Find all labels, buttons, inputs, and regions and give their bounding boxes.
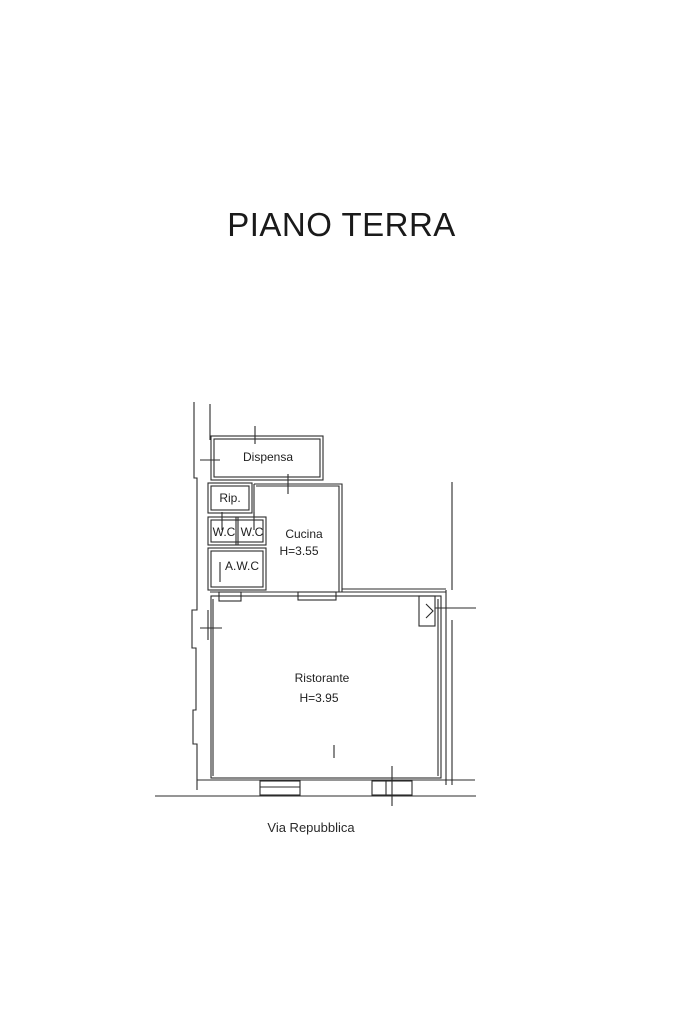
room-label-wc-2: W.C (241, 525, 264, 539)
cucina-walls (253, 474, 343, 592)
room-label-ristorante: Ristorante (295, 671, 350, 685)
plan-title: PIANO TERRA (227, 206, 456, 243)
room-height-ristorante: H=3.95 (299, 691, 338, 705)
room-label-awc: A.W.C (225, 559, 259, 573)
room-label-ripostiglio: Rip. (219, 491, 240, 505)
room-label-dispensa: Dispensa (243, 450, 293, 464)
dispensa-walls (210, 426, 324, 481)
right-neighbor-wall (445, 482, 453, 785)
room-label-cucina: Cucina (285, 527, 323, 541)
street-label: Via Repubblica (267, 820, 355, 835)
awc-walls (207, 547, 267, 591)
room-height-cucina: H=3.55 (279, 544, 318, 558)
ristorante-walls (210, 588, 476, 779)
room-label-wc-1: W.C (213, 525, 236, 539)
street-frontage (155, 766, 476, 806)
ripostiglio-walls (207, 482, 253, 514)
